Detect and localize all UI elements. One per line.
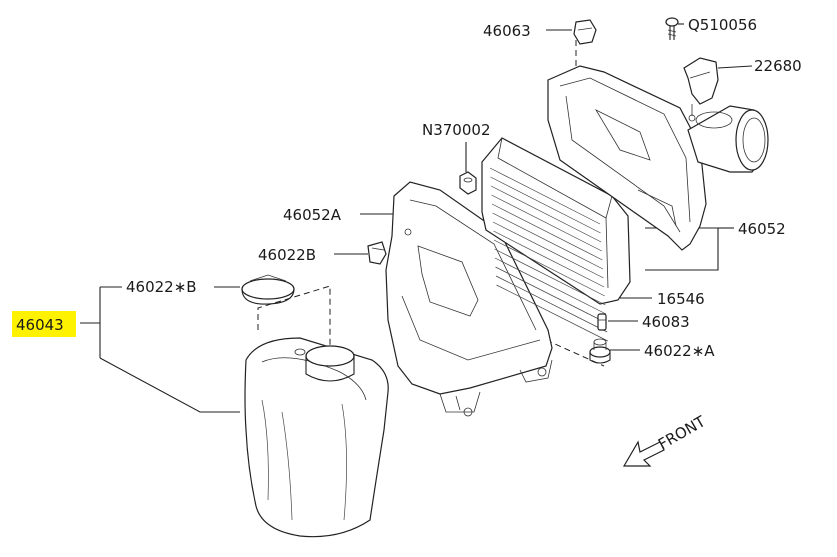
sensor-22680-icon: [683, 57, 719, 122]
upper-case-icon: [547, 65, 769, 251]
label-46083[interactable]: 46083: [642, 313, 690, 331]
label-q510056[interactable]: Q510056: [688, 16, 757, 34]
front-arrow-icon: [622, 440, 665, 467]
label-46043[interactable]: 46043: [16, 316, 64, 334]
label-46022b[interactable]: 46022B: [258, 246, 316, 264]
label-46022-star-a[interactable]: 46022∗A: [644, 342, 715, 360]
label-46052a[interactable]: 46052A: [283, 206, 342, 224]
filter-element-icon: [481, 137, 631, 342]
grommet-46022a-icon: [589, 338, 611, 364]
screw-q510056-icon: [665, 17, 679, 40]
filter-pleat: [490, 185, 602, 243]
clamp-ring-icon: [241, 274, 295, 305]
filter-pleat: [494, 257, 607, 315]
clip-46063-icon: [573, 19, 597, 45]
filter-pleat: [495, 266, 607, 324]
label-n370002[interactable]: N370002: [422, 121, 490, 139]
label-16546[interactable]: 16546: [657, 290, 705, 308]
label-46063[interactable]: 46063: [483, 22, 531, 40]
grommet-46022b-icon: [367, 241, 387, 265]
filter-pleat: [496, 284, 608, 342]
filter-pleat: [495, 275, 608, 333]
filter-pleat: [491, 203, 603, 261]
nut-n370002-icon: [459, 171, 477, 195]
filter-pleat: [489, 167, 601, 225]
label-46022-star-b[interactable]: 46022∗B: [126, 278, 197, 296]
filter-pleat: [492, 221, 604, 279]
filter-pleat: [492, 212, 604, 270]
pin-46083-icon: [597, 313, 607, 331]
part-highlight: [12, 311, 76, 337]
filter-pleat: [493, 239, 605, 297]
lower-case-icon: [385, 181, 553, 417]
filter-pleat: [490, 176, 601, 234]
label-22680[interactable]: 22680: [754, 57, 802, 75]
label-46052[interactable]: 46052: [738, 220, 786, 238]
filter-pleat: [491, 194, 602, 252]
resonator-icon: [244, 337, 389, 538]
filter-pleat: [493, 230, 605, 288]
filter-pleat: [494, 248, 606, 306]
leader-lines: [80, 23, 753, 413]
